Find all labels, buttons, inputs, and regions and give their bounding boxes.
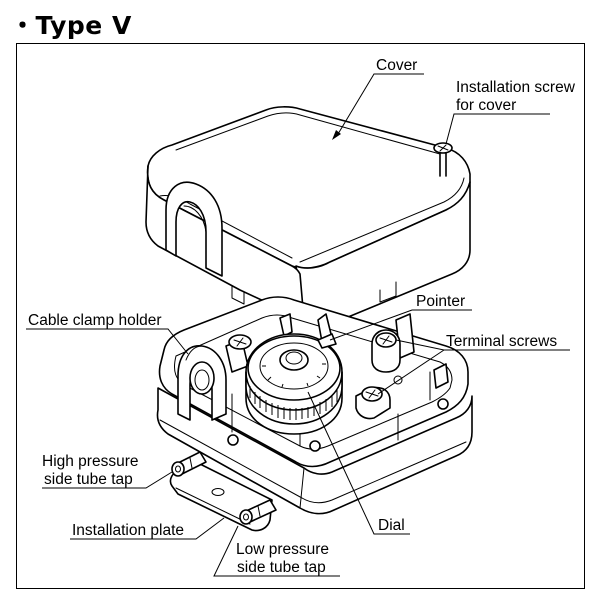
label-cover: Cover: [332, 57, 424, 140]
high-pressure-tube-tap: [171, 451, 207, 477]
cable-clamp-holder-part: [177, 345, 227, 421]
svg-text:side tube tap: side tube tap: [44, 471, 133, 488]
label-dial: Dial: [307, 391, 410, 535]
svg-text:High pressure: High pressure: [42, 453, 139, 470]
cover-screw: [433, 142, 453, 177]
low-pressure-tube-tap: [239, 499, 277, 525]
pointer-part: [317, 333, 337, 349]
label-pointer: Pointer: [329, 293, 472, 341]
knurl-lines: [249, 386, 338, 420]
svg-text:Installation screw: Installation screw: [456, 79, 576, 96]
svg-text:Cover: Cover: [376, 57, 417, 74]
diagram-frame: [16, 43, 585, 589]
label-cable-clamp-holder: Cable clamp holder: [26, 312, 189, 355]
label-high-pressure: High pressure side tube tap: [42, 453, 173, 489]
dial-scale: [262, 363, 326, 388]
svg-text:for cover: for cover: [456, 97, 516, 114]
svg-text:Cable clamp holder: Cable clamp holder: [28, 312, 162, 329]
svg-text:Pointer: Pointer: [416, 293, 465, 310]
label-low-pressure: Low pressure side tube tap: [213, 525, 340, 577]
svg-text:Terminal screws: Terminal screws: [446, 333, 557, 350]
page-title: ・Type V: [10, 11, 132, 40]
svg-text:side tube tap: side tube tap: [237, 559, 326, 576]
dial-part: [245, 333, 343, 435]
label-installation-plate: Installation plate: [70, 517, 225, 540]
svg-text:Installation plate: Installation plate: [72, 522, 184, 539]
svg-text:Dial: Dial: [378, 517, 405, 534]
label-installation-screw: Installation screw for cover: [445, 79, 576, 145]
label-terminal-screws: Terminal screws: [377, 333, 570, 395]
svg-text:Low pressure: Low pressure: [236, 541, 329, 558]
cover-part: [145, 106, 471, 326]
